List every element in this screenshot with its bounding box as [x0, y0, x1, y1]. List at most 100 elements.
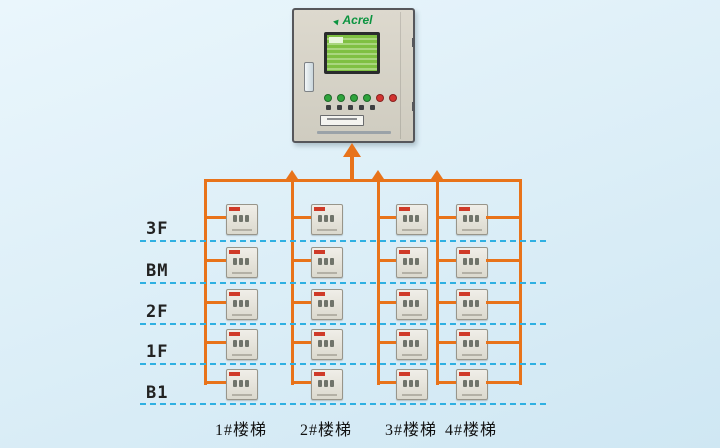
- green-led-icon: [350, 94, 358, 102]
- monitor-device-row4-col3: [396, 329, 428, 360]
- red-led-icon: [389, 94, 397, 102]
- printer-slot-line: [327, 118, 357, 120]
- floor-label-1f: 1F: [146, 342, 169, 362]
- bus-up-arrow-icon: [372, 170, 384, 179]
- device-terminals-icon: [318, 258, 334, 265]
- device-red-label: [399, 372, 410, 376]
- device-base-line: [402, 272, 422, 274]
- device-terminals-icon: [318, 300, 334, 307]
- key-button-icon: [337, 105, 342, 110]
- wire-stub-row3-col4: [438, 301, 456, 304]
- stair-label-4: 4#楼梯: [444, 422, 498, 439]
- wire-stub-row4-col1: [205, 341, 226, 344]
- monitor-device-row5-col1: [226, 369, 258, 400]
- floor-divider-line-2f: [140, 323, 546, 325]
- wire-stub-row5-col4: [438, 381, 456, 384]
- key-button-icon: [326, 105, 331, 110]
- floor-label-3f: 3F: [146, 219, 169, 239]
- monitor-device-row3-col1: [226, 289, 258, 320]
- floor-divider-line-3f: [140, 240, 546, 242]
- device-base-line: [317, 314, 337, 316]
- green-led-icon: [363, 94, 371, 102]
- lcd-content: [327, 35, 377, 71]
- monitor-device-row2-col2: [311, 247, 343, 278]
- device-terminals-icon: [463, 258, 479, 265]
- wire-stub-row4-col3: [378, 341, 396, 344]
- stair-label-1: 1#楼梯: [214, 422, 268, 439]
- device-base-line: [462, 229, 482, 231]
- device-base-line: [317, 354, 337, 356]
- device-base-line: [462, 314, 482, 316]
- device-terminals-icon: [233, 300, 249, 307]
- device-red-label: [459, 250, 470, 254]
- device-red-label: [399, 332, 410, 336]
- device-red-label: [459, 292, 470, 296]
- monitor-device-row1-col1: [226, 204, 258, 235]
- device-base-line: [402, 229, 422, 231]
- main-bus-line: [204, 179, 522, 182]
- monitor-device-row5-col2: [311, 369, 343, 400]
- bus-to-panel-arrow-head: [343, 143, 361, 157]
- cabinet-hinge-bottom: [412, 102, 415, 111]
- device-red-label: [459, 332, 470, 336]
- device-terminals-icon: [403, 340, 419, 347]
- device-base-line: [232, 394, 252, 396]
- wire-stub-row1-col1: [205, 216, 226, 219]
- device-terminals-icon: [318, 215, 334, 222]
- wire-stub-row5-col4-right: [486, 381, 519, 384]
- bus-up-arrow-icon: [286, 170, 298, 179]
- green-led-icon: [324, 94, 332, 102]
- wire-stub-row2-col4-right: [486, 259, 519, 262]
- device-base-line: [402, 354, 422, 356]
- wire-stub-row1-col2: [292, 216, 311, 219]
- device-terminals-icon: [233, 380, 249, 387]
- bus-to-panel-arrow-shaft: [350, 156, 354, 180]
- device-terminals-icon: [463, 380, 479, 387]
- wire-stub-row5-col2: [292, 381, 311, 384]
- panel-indicator-tube: [304, 62, 314, 92]
- red-led-icon: [376, 94, 384, 102]
- device-terminals-icon: [318, 340, 334, 347]
- floor-divider-line-b1: [140, 403, 546, 405]
- monitor-device-row5-col3: [396, 369, 428, 400]
- monitor-device-row1-col4: [456, 204, 488, 235]
- floor-label-b1: B1: [146, 383, 169, 403]
- panel-lcd-screen: [324, 32, 380, 74]
- panel-key-row: [326, 105, 375, 110]
- wire-stub-row2-col4: [438, 259, 456, 262]
- device-red-label: [229, 332, 240, 336]
- device-base-line: [232, 229, 252, 231]
- device-red-label: [314, 292, 325, 296]
- device-terminals-icon: [318, 380, 334, 387]
- key-button-icon: [348, 105, 353, 110]
- device-base-line: [402, 314, 422, 316]
- key-button-icon: [370, 105, 375, 110]
- wire-stub-row1-col3: [378, 216, 396, 219]
- green-led-icon: [337, 94, 345, 102]
- device-base-line: [317, 394, 337, 396]
- wire-stub-row3-col2: [292, 301, 311, 304]
- wire-stub-row3-col4-right: [486, 301, 519, 304]
- monitor-device-row4-col4: [456, 329, 488, 360]
- cabinet-hinge-top: [412, 38, 415, 47]
- bus-up-arrow-icon: [431, 170, 443, 179]
- device-terminals-icon: [403, 380, 419, 387]
- device-red-label: [399, 250, 410, 254]
- device-red-label: [399, 207, 410, 211]
- monitor-device-row4-col1: [226, 329, 258, 360]
- device-red-label: [229, 292, 240, 296]
- device-base-line: [317, 272, 337, 274]
- device-base-line: [232, 354, 252, 356]
- wire-stub-row1-col4-right: [486, 216, 519, 219]
- panel-printer-slot: [320, 115, 364, 126]
- device-terminals-icon: [403, 300, 419, 307]
- device-red-label: [314, 372, 325, 376]
- device-red-label: [229, 207, 240, 211]
- acrel-control-panel: Acrel: [292, 8, 415, 143]
- device-terminals-icon: [403, 258, 419, 265]
- device-base-line: [402, 394, 422, 396]
- monitor-device-row5-col4: [456, 369, 488, 400]
- monitor-device-row1-col3: [396, 204, 428, 235]
- floor-label-2f: 2F: [146, 302, 169, 322]
- stair-label-3: 3#楼梯: [384, 422, 438, 439]
